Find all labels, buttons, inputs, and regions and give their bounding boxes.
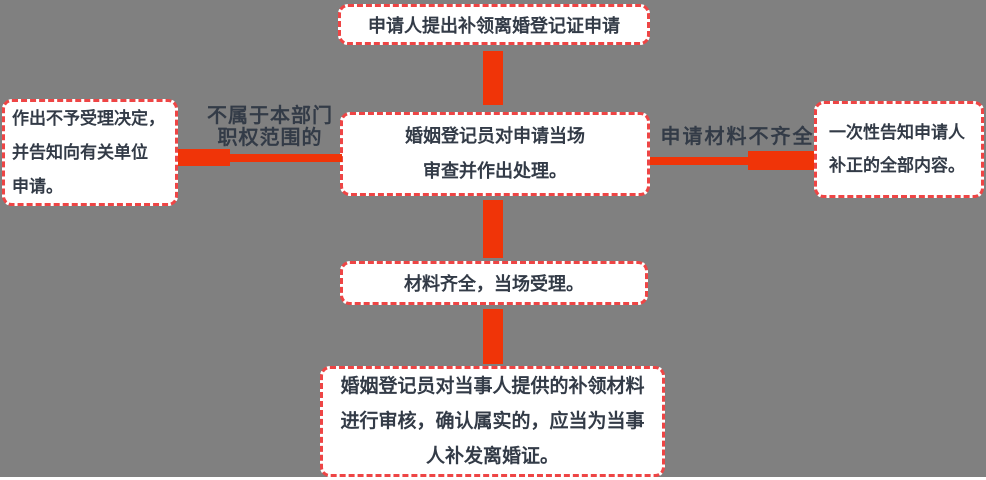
arrow-to-reject-line [228, 154, 342, 162]
node-final: 婚姻登记员对当事人提供的补领材料 进行审核，确认属实的，应当为当事 人补发离婚证… [320, 366, 665, 477]
node-notify: 一次性告知申请人 补正的全部内容。 [814, 101, 984, 198]
connector-accept-to-final [483, 309, 503, 364]
node-final-line2: 进行审核，确认属实的，应当为当事 [340, 410, 645, 432]
edge-label-not-in-authority-line1: 不属于本部门 [207, 103, 333, 127]
edge-label-incomplete-materials-line1: 申请材料不齐全 [660, 124, 815, 148]
connector-review-to-accept [483, 200, 503, 258]
bottom-edge-strip [0, 477, 986, 480]
node-notify-line1: 一次性告知申请人 [829, 122, 965, 143]
arrow-to-notify-head [748, 151, 814, 170]
node-notify-line2: 补正的全部内容。 [829, 155, 965, 176]
node-accept-text: 材料齐全，当场受理。 [404, 274, 584, 295]
node-accept: 材料齐全，当场受理。 [340, 261, 648, 305]
node-final-line1: 婚姻登记员对当事人提供的补领材料 [340, 375, 645, 397]
connector-start-to-review [483, 51, 503, 105]
node-reject-line1: 作出不予受理决定， [12, 108, 165, 129]
node-review-line1: 婚姻登记员对申请当场 [405, 126, 585, 147]
node-reject: 作出不予受理决定， 并告知向有关单位 申请。 [2, 99, 178, 206]
edge-label-incomplete-materials: 申请材料不齐全 [655, 125, 820, 147]
node-reject-line3: 申请。 [12, 176, 63, 197]
node-reject-line2: 并告知向有关单位 [12, 142, 148, 163]
node-start: 申请人提出补领离婚登记证申请 [338, 4, 650, 45]
node-start-text: 申请人提出补领离婚登记证申请 [368, 15, 620, 37]
node-review-line2: 审查并作出处理。 [423, 161, 567, 182]
arrow-to-notify-line [650, 157, 752, 165]
edge-label-not-in-authority-line2: 职权范围的 [217, 125, 323, 149]
node-final-line3: 人补发离婚证。 [425, 445, 559, 467]
node-review: 婚姻登记员对申请当场 审查并作出处理。 [340, 112, 650, 196]
edge-label-not-in-authority: 不属于本部门 职权范围的 [196, 104, 344, 148]
arrow-to-reject-head [178, 149, 230, 166]
